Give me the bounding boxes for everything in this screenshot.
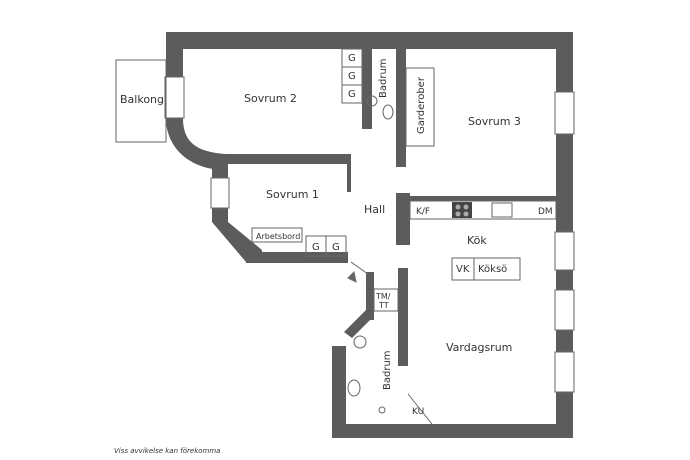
tm-tt-unit xyxy=(373,288,399,312)
window-kok xyxy=(554,231,575,271)
wall-kitchen-top xyxy=(406,196,556,201)
wall-bath-top-left xyxy=(362,49,372,129)
stove-burner-icon xyxy=(463,204,469,210)
wall-sovrum2-bottom xyxy=(226,154,348,164)
stove-burner-icon xyxy=(455,204,461,210)
label-badrum-top: Badrum xyxy=(378,58,389,98)
sink-bath-top-icon xyxy=(366,95,378,107)
window-vardag-1 xyxy=(554,289,575,331)
wall-vardag-left xyxy=(398,268,408,366)
ku-line xyxy=(407,393,433,425)
label-g-2: G xyxy=(348,71,356,82)
wall-sovrum1-bottom xyxy=(246,252,348,263)
label-g-4: G xyxy=(312,242,320,253)
wall-tm-left xyxy=(366,272,374,320)
footer-note: Viss avvikelse kan förekomma xyxy=(114,447,220,455)
label-badrum-bottom: Badrum xyxy=(382,350,393,390)
hall-door-arrow xyxy=(347,270,357,283)
arbetsbord-desk xyxy=(251,227,303,243)
label-arbetsbord: Arbetsbord xyxy=(256,232,300,241)
wall-hall-left xyxy=(347,154,351,192)
toilet-bottom-icon xyxy=(347,379,361,397)
label-hall: Hall xyxy=(364,203,385,216)
wall-bottom xyxy=(332,424,573,438)
wall-corner-curve xyxy=(166,118,226,170)
stove-icon xyxy=(452,202,472,218)
label-g-5: G xyxy=(332,242,340,253)
kitchen-island xyxy=(451,257,521,281)
label-vk: VK xyxy=(456,264,470,275)
window-sovrum3-1 xyxy=(554,91,575,135)
label-tm: TM/ xyxy=(375,292,391,301)
floor-drain-icon xyxy=(378,406,386,414)
walls xyxy=(166,32,573,438)
kitchen-appliances xyxy=(452,202,513,218)
wall-left-upper xyxy=(166,32,183,77)
garderober-unit xyxy=(405,67,435,147)
toilet-icon xyxy=(382,104,394,120)
label-dm: DM xyxy=(538,207,553,217)
balcony-outline xyxy=(115,59,167,143)
label-ku: KU xyxy=(412,407,424,417)
wall-sovrum1-left-lower xyxy=(212,208,228,222)
sink-bath-bottom-icon xyxy=(353,335,367,349)
wardrobe-g-3 xyxy=(341,84,363,104)
window-sovrum1 xyxy=(210,177,230,209)
window-vardag-2 xyxy=(554,351,575,393)
wall-kitchen-left xyxy=(396,193,410,245)
stove-burner-icon xyxy=(455,211,461,217)
label-g-3: G xyxy=(348,89,356,100)
fixtures xyxy=(251,48,557,425)
wall-bath-bottom-left xyxy=(332,346,346,438)
labels: Balkong Sovrum 2 Sovrum 3 Sovrum 1 Hall … xyxy=(114,53,553,455)
label-garderober: Garderober xyxy=(416,76,427,134)
wall-top xyxy=(166,32,572,49)
wardrobe-g-5 xyxy=(325,235,347,257)
wall-bath-top-right xyxy=(396,49,406,167)
label-tt: TT xyxy=(378,301,389,310)
windows xyxy=(164,76,575,393)
label-g-1: G xyxy=(348,53,356,64)
wall-sovrum1-left xyxy=(212,164,228,178)
label-sovrum1: Sovrum 1 xyxy=(266,188,319,201)
bathroom-fixtures xyxy=(347,95,394,414)
label-vardagsrum: Vardagsrum xyxy=(446,341,512,354)
window-balkong-door xyxy=(164,76,185,119)
sink-icon xyxy=(491,202,513,218)
label-kf: K/F xyxy=(416,207,430,217)
label-sovrum2: Sovrum 2 xyxy=(244,92,297,105)
label-korso: Köksö xyxy=(478,264,507,275)
wall-bath-bottom-angle xyxy=(344,310,374,338)
label-sovrum3: Sovrum 3 xyxy=(468,115,521,128)
hall-door-swing xyxy=(350,261,373,278)
stove-burner-icon xyxy=(463,211,469,217)
label-kok: Kök xyxy=(467,234,487,247)
label-balkong: Balkong xyxy=(120,93,164,106)
kitchen-counter xyxy=(409,200,557,220)
